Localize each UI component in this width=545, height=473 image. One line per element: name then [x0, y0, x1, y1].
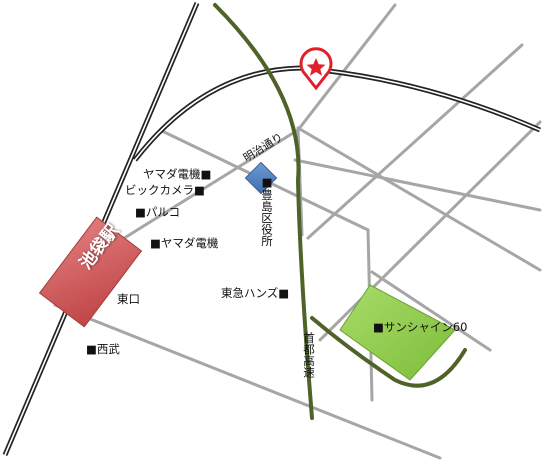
- road-block-b: [293, 158, 542, 212]
- shuto-expressway: [213, 3, 467, 420]
- landmark-bic-camera: ビックカメラ■: [125, 183, 205, 197]
- landmark-toshima-ward-office: ■豊島区役所: [260, 175, 274, 247]
- landmark-sunshine60: ■サンシャイン60: [373, 320, 468, 334]
- landmark-higashiguchi: 東口: [117, 292, 140, 306]
- meiji-dori-road: [116, 128, 300, 244]
- landmark-yamada-denki-1: ヤマダ電機■: [143, 167, 212, 181]
- road-diag-a: [306, 43, 524, 240]
- landmark-seibu: ■西武: [86, 342, 120, 356]
- landmark-tokyu-hands: 東急ハンズ■: [221, 286, 290, 300]
- streets: [53, 3, 542, 460]
- road-name-shuto-kosoku: 首都高速: [302, 332, 316, 378]
- station-block: [38, 216, 143, 328]
- sunshine60-block: [339, 284, 456, 381]
- landmark-yamada-denki-2: ■ヤマダ電機: [150, 236, 219, 250]
- star-pin-icon: [298, 21, 333, 91]
- meiji-dori-road-east: [296, 3, 397, 132]
- road-block-c: [370, 270, 492, 352]
- station-east-road: [53, 303, 442, 460]
- higashi-dori-road: [296, 126, 542, 272]
- landmark-parco: ■パルコ: [135, 205, 181, 219]
- road-diag-b: [318, 120, 542, 342]
- ward-office-marker: [244, 161, 278, 195]
